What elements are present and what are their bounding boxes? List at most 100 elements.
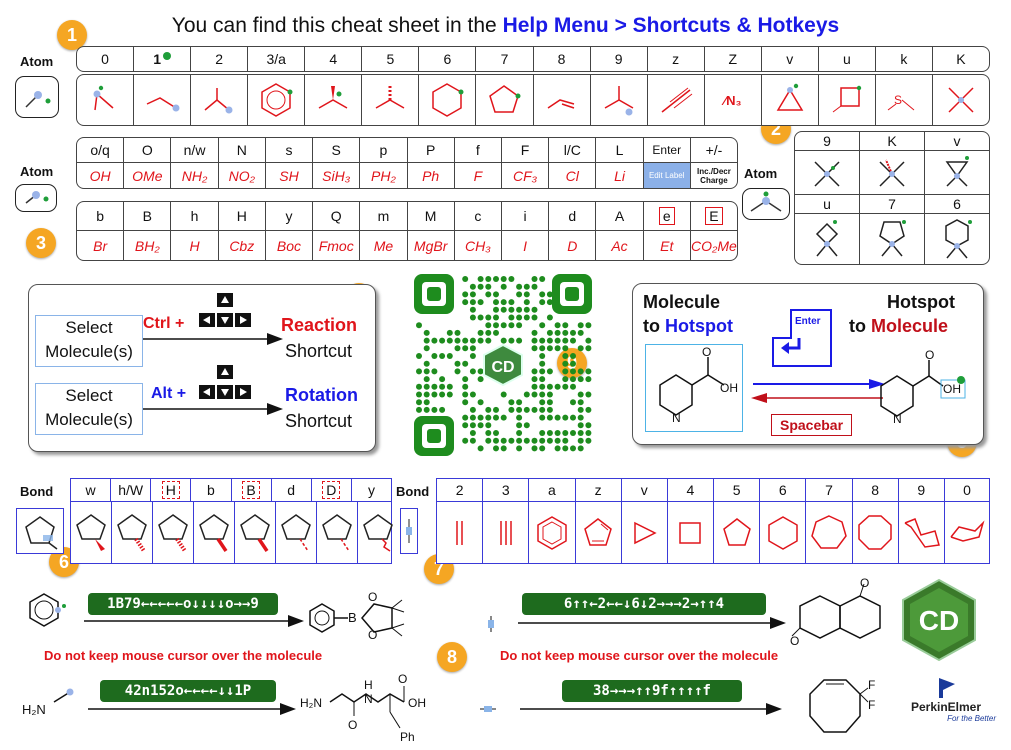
sub-ac[interactable]: Ac	[595, 231, 642, 260]
spiro-key-9[interactable]: 9	[823, 132, 831, 149]
bond-key-w[interactable]: w	[85, 482, 96, 498]
sub-d[interactable]: D	[548, 231, 595, 260]
key-E[interactable]: E	[689, 202, 737, 230]
structure-cyclohexane[interactable]	[418, 75, 475, 125]
structure-sulfonyl[interactable]: S	[874, 75, 932, 125]
sub-br[interactable]: Br	[93, 237, 108, 254]
key-5[interactable]: 5	[361, 47, 418, 71]
spiro-struct-6[interactable]	[924, 213, 989, 264]
sub-cf3[interactable]: CF₃	[500, 163, 548, 188]
sub-i[interactable]: I	[500, 231, 548, 260]
key-8[interactable]: 8	[532, 47, 590, 71]
sub-oh[interactable]: OH	[89, 167, 111, 184]
bold-hollow-bond-shape[interactable]	[234, 502, 275, 563]
dashed-hollow-bond-shape[interactable]	[316, 502, 357, 563]
key-b[interactable]: b	[96, 208, 104, 224]
bond-key-2[interactable]: 2	[455, 482, 464, 498]
structure-cyclobutane[interactable]	[817, 75, 875, 125]
sub-boc[interactable]: Boc	[264, 231, 312, 260]
atom-tool-2[interactable]	[15, 184, 57, 212]
bond-key-a[interactable]: a	[528, 479, 574, 501]
spiro-key-7[interactable]: 7	[859, 195, 924, 213]
inc-decr-charge[interactable]: Inc./Decr Charge	[689, 163, 737, 188]
bond-key-7[interactable]: 7	[805, 479, 851, 501]
select-molecules-box-2[interactable]: Select Molecule(s)	[35, 383, 143, 435]
wedge-bond-shape[interactable]	[71, 502, 111, 563]
key-Z[interactable]: Z	[703, 47, 761, 71]
key-i[interactable]: i	[500, 202, 548, 230]
hash-wedge-bond-shape[interactable]	[111, 502, 152, 563]
spiro-key-u[interactable]: u	[823, 195, 831, 212]
cyclopentadiene-shape[interactable]	[574, 502, 621, 563]
key-enter[interactable]: Enter	[642, 138, 690, 162]
key-u[interactable]: u	[817, 47, 875, 71]
key-k[interactable]: k	[874, 47, 932, 71]
structure-cyclopentane[interactable]	[475, 75, 532, 125]
key-h[interactable]: h	[170, 202, 217, 230]
structure-alkyne[interactable]	[646, 75, 704, 125]
key-2[interactable]: 2	[190, 47, 247, 71]
hotspot-molecule[interactable]: O OH N	[873, 346, 973, 432]
bond-key-D[interactable]: D	[310, 479, 351, 501]
select-molecules-box-1[interactable]: Select Molecule(s)	[35, 315, 143, 367]
spiro-key-K[interactable]: K	[859, 132, 924, 150]
key-3a[interactable]: 3/a	[247, 47, 304, 71]
spiro-struct-K[interactable]	[859, 150, 924, 195]
key-K[interactable]: K	[931, 47, 989, 71]
cyclopropane-shape[interactable]	[620, 502, 667, 563]
spiro-struct-9[interactable]	[795, 151, 859, 194]
sub-no2[interactable]: NO₂	[217, 163, 265, 188]
bond-key-9[interactable]: 9	[897, 479, 944, 501]
enter-key-icon[interactable]: Enter	[771, 308, 833, 370]
bond-key-8[interactable]: 8	[851, 479, 898, 501]
structure-cyclopropane[interactable]	[760, 75, 818, 125]
hollow-wedge-bond-shape[interactable]	[152, 502, 193, 563]
edit-label[interactable]: Edit Label	[642, 163, 690, 188]
cyclopentane-shape[interactable]	[713, 502, 759, 563]
sub-et[interactable]: Et	[642, 231, 690, 260]
key-o-q[interactable]: o/q	[90, 142, 110, 158]
key-B[interactable]: B	[123, 202, 170, 230]
spacebar-key[interactable]: Spacebar	[771, 414, 853, 436]
bond-key-0[interactable]: 0	[943, 479, 989, 501]
sub-ph2[interactable]: PH₂	[359, 163, 406, 188]
atom-tool-3[interactable]	[742, 188, 790, 220]
key-S[interactable]: S	[312, 138, 359, 162]
key-F[interactable]: F	[500, 138, 548, 162]
sub-fmoc[interactable]: Fmoc	[312, 231, 359, 260]
bond-key-H[interactable]: H	[150, 479, 190, 501]
key-L[interactable]: L	[595, 138, 642, 162]
sub-h[interactable]: H	[170, 231, 217, 260]
sub-co2me[interactable]: CO₂Me	[689, 231, 737, 260]
structure-hash[interactable]	[361, 75, 418, 125]
structure-benzene[interactable]	[247, 75, 304, 125]
key-0[interactable]: 0	[101, 51, 109, 67]
cyclooctane-shape[interactable]	[851, 502, 898, 563]
spiro-struct-7[interactable]	[859, 213, 924, 264]
bond-key-hW[interactable]: h/W	[110, 479, 150, 501]
bond-tool-2[interactable]	[400, 508, 418, 554]
cyclobutane-shape[interactable]	[666, 502, 713, 563]
chair-9-shape[interactable]	[897, 502, 944, 563]
bond-key-6[interactable]: 6	[759, 479, 805, 501]
triple-bond-shape[interactable]	[482, 502, 528, 563]
selected-molecule[interactable]: O OH N	[645, 344, 743, 432]
key-1[interactable]: 1	[133, 47, 190, 71]
sub-sih3[interactable]: SiH₃	[312, 163, 359, 188]
structure-methyl[interactable]	[77, 75, 133, 125]
bond-key-B[interactable]: B	[230, 479, 271, 501]
bond-key-5[interactable]: 5	[713, 479, 759, 501]
sub-ome[interactable]: OMe	[123, 163, 170, 188]
bold-bond-shape[interactable]	[193, 502, 234, 563]
sub-me[interactable]: Me	[359, 231, 406, 260]
key-f[interactable]: f	[453, 138, 501, 162]
key-y[interactable]: y	[264, 202, 312, 230]
sub-f[interactable]: F	[453, 163, 501, 188]
spiro-key-v[interactable]: v	[924, 132, 989, 150]
spiro-struct-v[interactable]	[924, 150, 989, 195]
structure-tbutyl[interactable]	[931, 75, 989, 125]
bond-tool-1[interactable]	[16, 508, 64, 554]
key-P[interactable]: P	[406, 138, 454, 162]
sub-ch3[interactable]: CH₃	[453, 231, 501, 260]
wavy-bond-shape[interactable]	[357, 502, 398, 563]
